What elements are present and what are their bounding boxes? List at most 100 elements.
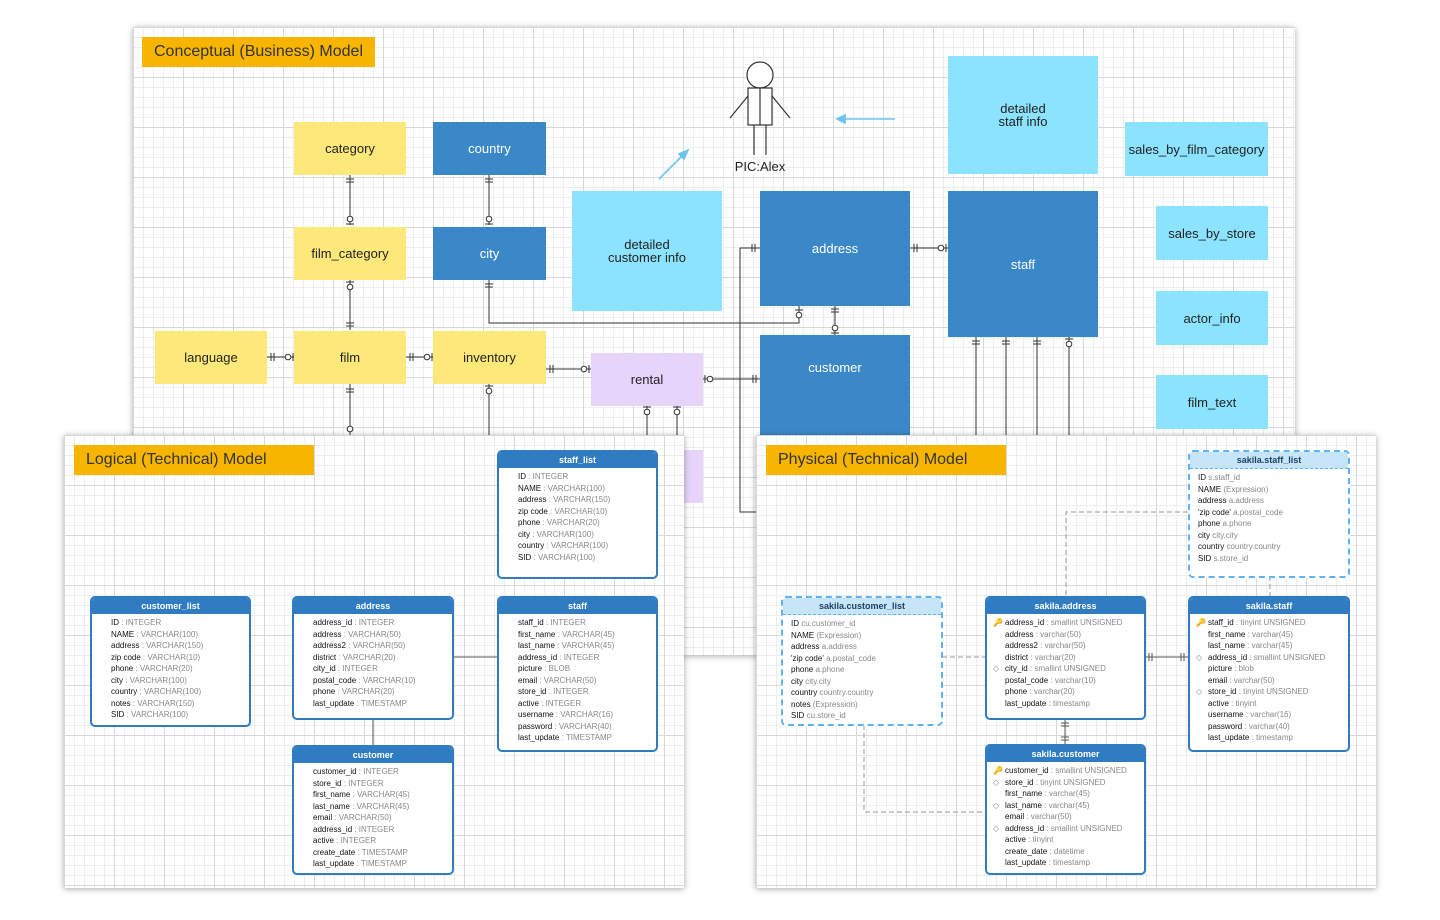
field-name: last_update bbox=[518, 733, 560, 742]
field-name: country bbox=[111, 687, 138, 696]
field-name: email bbox=[1005, 812, 1025, 821]
entity-address[interactable]: address bbox=[760, 191, 910, 306]
physical-staff-table[interactable]: sakila.staff 🔑staff_id : tinyint UNSIGNE… bbox=[1188, 596, 1350, 752]
entity-city[interactable]: city bbox=[433, 227, 546, 280]
field-name: city bbox=[111, 675, 123, 685]
table-field-row: last_update : TIMESTAMP bbox=[499, 732, 656, 744]
physical-model-title: Physical (Technical) Model bbox=[766, 445, 1006, 475]
view-actor-info[interactable]: actor_info bbox=[1156, 291, 1268, 345]
field-name: address2 bbox=[1005, 641, 1038, 650]
entity-rental[interactable]: rental bbox=[591, 353, 703, 406]
view-sales-by-film-category[interactable]: sales_by_film_category bbox=[1125, 122, 1268, 176]
field-name: zip code bbox=[111, 652, 141, 662]
field-type: : smallint UNSIGNED bbox=[1044, 823, 1123, 833]
field-type: : VARCHAR(50) bbox=[345, 641, 406, 650]
entity-inventory[interactable]: inventory bbox=[433, 331, 546, 384]
field-name: picture bbox=[518, 664, 543, 673]
actor-label: PIC:Alex bbox=[734, 158, 786, 174]
field-name: NAME bbox=[791, 630, 815, 640]
view-film-text[interactable]: film_text bbox=[1156, 375, 1268, 429]
table-field-row: last_update : TIMESTAMP bbox=[294, 858, 452, 870]
table-field-row: username : varchar(16) bbox=[1190, 709, 1348, 721]
entity-staff[interactable]: staff bbox=[948, 191, 1098, 337]
field-type: : varchar(45) bbox=[1042, 789, 1090, 798]
field-type: : tinyint UNSIGNED bbox=[1236, 687, 1309, 696]
field-type: : INTEGER bbox=[335, 664, 378, 673]
field-type: s.staff_id bbox=[1206, 473, 1241, 482]
field-type: country.country bbox=[1224, 542, 1281, 551]
table-field-row: password : varchar(40) bbox=[1190, 721, 1348, 733]
entity-country[interactable]: country bbox=[433, 122, 546, 175]
field-name: city_id bbox=[1005, 664, 1028, 673]
primary-key-icon: 🔑 bbox=[1196, 618, 1206, 627]
field-name: phone bbox=[1198, 519, 1221, 528]
entity-detailed-customer-info[interactable]: detailed customer info bbox=[572, 191, 722, 311]
field-type: : varchar(20) bbox=[1027, 687, 1075, 696]
field-type: : VARCHAR(100) bbox=[123, 675, 187, 685]
field-name: active bbox=[518, 698, 539, 708]
table-field-row: country : VARCHAR(100) bbox=[499, 540, 656, 552]
field-name: address_id bbox=[1005, 823, 1045, 833]
field-type: a.postal_code bbox=[823, 653, 876, 663]
field-name: email bbox=[1208, 675, 1228, 685]
field-name: last_name bbox=[313, 801, 350, 811]
field-type: : INTEGER bbox=[352, 618, 395, 627]
field-name: first_name bbox=[313, 790, 351, 799]
entity-film[interactable]: film bbox=[294, 331, 406, 384]
field-name: city bbox=[791, 676, 803, 686]
table-field-row: first_name : varchar(45) bbox=[987, 788, 1144, 800]
entity-category[interactable]: category bbox=[294, 122, 406, 175]
field-type: country.country bbox=[817, 688, 874, 697]
field-name: address bbox=[111, 641, 140, 650]
field-type: : smallint UNSIGNED bbox=[1048, 766, 1127, 775]
field-name: password bbox=[518, 721, 553, 731]
foreign-key-icon: ◇ bbox=[993, 800, 1000, 810]
field-name: SID bbox=[111, 710, 125, 719]
logical-connectors bbox=[372, 656, 497, 745]
physical-address-table[interactable]: sakila.address 🔑address_id : smallint UN… bbox=[985, 596, 1146, 720]
table-field-row: password : VARCHAR(40) bbox=[499, 721, 656, 733]
field-type: : varchar(50) bbox=[1037, 641, 1086, 650]
view-sales-by-store[interactable]: sales_by_store bbox=[1156, 206, 1268, 260]
table-field-row: notes : VARCHAR(150) bbox=[92, 698, 249, 710]
field-type: : timestamp bbox=[1046, 698, 1090, 708]
field-name: zip code bbox=[518, 506, 548, 516]
table-field-row: address : varchar(50) bbox=[987, 629, 1144, 641]
table-header: staff_list bbox=[499, 452, 656, 468]
table-field-row: district : VARCHAR(20) bbox=[294, 652, 452, 664]
field-name: last_name bbox=[518, 641, 555, 650]
field-type: : timestamp bbox=[1046, 858, 1090, 867]
entity-film-category[interactable]: film_category bbox=[294, 227, 406, 280]
field-type: : tinyint bbox=[1228, 698, 1257, 708]
field-name: staff_id bbox=[1208, 618, 1234, 627]
field-type: : varchar(20) bbox=[1028, 652, 1076, 662]
field-type: : VARCHAR(50) bbox=[332, 813, 392, 822]
table-header: sakila.staff bbox=[1190, 598, 1348, 614]
table-header: sakila.address bbox=[987, 598, 1144, 614]
table-field-row: address a.address bbox=[1190, 495, 1348, 507]
field-type: : varchar(45) bbox=[1245, 629, 1293, 639]
entity-language[interactable]: language bbox=[155, 331, 267, 384]
physical-customer-table[interactable]: sakila.customer 🔑customer_id : smallint … bbox=[985, 744, 1146, 875]
table-field-row: country country.country bbox=[783, 687, 941, 699]
field-type: : VARCHAR(20) bbox=[335, 687, 395, 696]
conceptual-model-title: Conceptual (Business) Model bbox=[142, 37, 375, 67]
table-field-row: last_name : VARCHAR(45) bbox=[294, 801, 452, 813]
field-name: last_update bbox=[1005, 858, 1047, 867]
field-type: : VARCHAR(100) bbox=[124, 710, 189, 719]
field-type: a.phone bbox=[1220, 519, 1252, 528]
field-name: create_date bbox=[313, 847, 356, 857]
table-field-row: NAME (Expression) bbox=[783, 630, 941, 642]
field-name: store_id bbox=[313, 778, 342, 788]
table-field-row: active : INTEGER bbox=[294, 835, 452, 847]
field-name: city bbox=[1198, 530, 1210, 540]
entity-detailed-staff-info[interactable]: detailed staff info bbox=[948, 56, 1098, 174]
conceptual-model-panel: Conceptual (Business) Model bbox=[133, 27, 1295, 655]
